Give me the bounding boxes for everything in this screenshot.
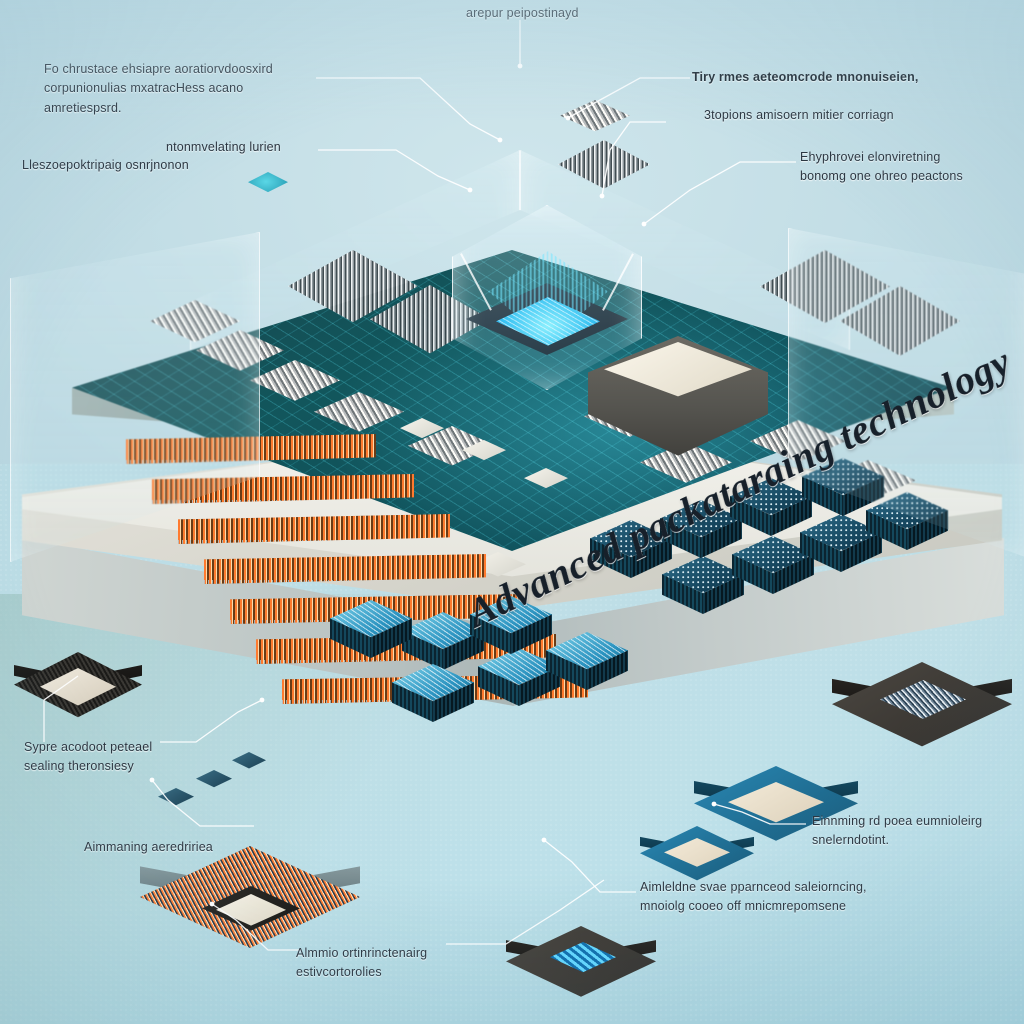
chip-bottom-center-dark [506,926,656,1024]
smd-component-a [400,418,444,439]
callout-top-right-tertiary[interactable]: Ehyphrovei elonviretning bonomg one ohre… [800,150,963,184]
callout-top-right-primary[interactable]: Tiry rmes aeteomcrode mnonuiseien, [692,70,919,84]
callout-bottom-center[interactable]: Almmio ortinrinctenairg estivcortorolies [296,946,428,980]
heatsink-chip-dotted [590,520,672,582]
callout-bottom-left-primary[interactable]: Sypre acodoot peteael sealing theronsies… [24,740,153,774]
chip-bottom-right-dark [832,662,1012,786]
callout-top-left-secondary[interactable]: ntonmvelating lurien [166,140,281,154]
smd-component-b [462,440,506,461]
heatsink-chip-dotted [730,478,812,540]
callout-top-left-tertiary[interactable]: Lleszoepoktripaig osnrjnonon [22,158,189,172]
callout-top-center[interactable]: arepur peipostinayd [466,6,579,20]
heatsink-chip [546,632,628,694]
chip-bottom-right-small [640,826,754,906]
glass-panel-left [10,232,260,562]
smd-component-c [524,468,568,489]
callout-bottom-right-primary[interactable]: Einnming rd poea eumnioleirg snelerndoti… [812,814,983,848]
callout-bottom-left-secondary[interactable]: Aimmaning aeredririea [84,840,213,854]
heatsink-chip-dotted [660,500,742,562]
bga-row [178,514,450,544]
smd-loose-c [232,752,266,769]
building-rooftop-unit [424,38,494,98]
large-cream-package [588,336,768,466]
heatsink-chip [392,664,474,726]
heatsink-chip [470,596,552,658]
callout-top-left-primary[interactable]: Fo chrustace ehsiapre aoratiorvdoosxird … [44,62,273,115]
glowing-die-under-glass-dome [452,205,642,390]
building-block-right-chimney [662,126,766,254]
chip-substrate [506,926,656,997]
heatsink-chip-small [330,600,412,658]
callout-bottom-right-secondary[interactable]: Aimleldne svae pparnceod saleiorncing, m… [640,880,867,914]
chip-bottom-left-bga [14,652,142,748]
heatsink-chip-dotted [662,556,744,618]
callout-top-right-secondary[interactable]: 3topions amisoern mitier corriagn [704,108,894,122]
heatsink-chip-dotted [800,514,882,576]
bga-row [204,554,486,584]
